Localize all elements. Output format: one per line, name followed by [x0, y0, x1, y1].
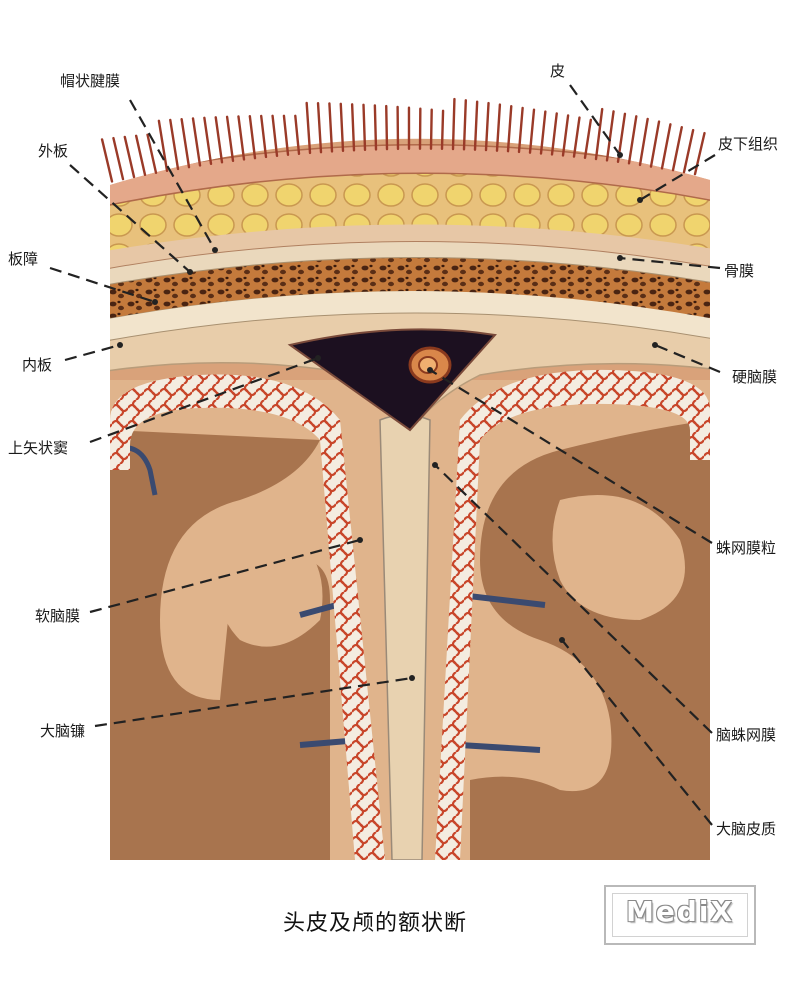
label-diploe: 板障: [8, 248, 38, 269]
label-falx: 大脑镰: [40, 720, 85, 741]
hair-strand: [453, 99, 454, 149]
label-outer-table: 外板: [38, 140, 68, 161]
label-granulation: 蛛网膜粒: [716, 537, 776, 558]
hair-strand: [695, 133, 705, 174]
label-periosteum: 骨膜: [724, 260, 754, 281]
label-cortex: 大脑皮质: [716, 818, 776, 839]
label-dura: 硬脑膜: [732, 366, 777, 387]
hair-strand: [629, 116, 636, 163]
hair-strand: [250, 116, 255, 158]
hair-strand: [193, 118, 200, 165]
label-skin: 皮: [550, 60, 565, 81]
hair-strand: [607, 111, 614, 160]
hair-strand: [364, 105, 366, 150]
medix-logo-text: MediX: [606, 895, 754, 928]
label-pia: 软脑膜: [35, 605, 80, 626]
hair-strand: [386, 106, 387, 149]
hair-strand: [102, 139, 112, 181]
medix-logo: MediX: [604, 885, 756, 945]
label-subcutaneous: 皮下组织: [718, 133, 778, 154]
label-sinus: 上矢状窦: [8, 437, 68, 458]
hair-strand: [585, 120, 591, 158]
label-inner-table: 内板: [22, 354, 52, 375]
hair-strand: [113, 138, 123, 179]
label-arachnoid: 脑蛛网膜: [716, 724, 776, 745]
hair-strand: [238, 116, 244, 159]
hair-strand: [136, 136, 145, 175]
hair-strand: [442, 111, 443, 149]
hair-strand: [431, 110, 432, 149]
hair-strand: [596, 109, 602, 159]
figure-caption: 头皮及颅的额状断: [230, 905, 520, 937]
hair-strand: [125, 137, 134, 177]
hair-strand: [227, 117, 233, 161]
hair-strand: [640, 119, 648, 165]
label-galea: 帽状腱膜: [60, 70, 120, 91]
hair-strand: [684, 130, 693, 172]
hair-strand: [182, 119, 189, 167]
hair-strand: [574, 118, 579, 157]
hair-strand: [662, 124, 670, 168]
hair-strand: [375, 105, 376, 149]
hair-strand: [216, 117, 222, 162]
hair-strand: [159, 121, 167, 171]
hair-strand: [651, 122, 659, 167]
section-body: [100, 90, 720, 870]
hair-strand: [204, 118, 211, 164]
hair-strand: [673, 127, 682, 170]
hair-strand: [170, 120, 178, 169]
